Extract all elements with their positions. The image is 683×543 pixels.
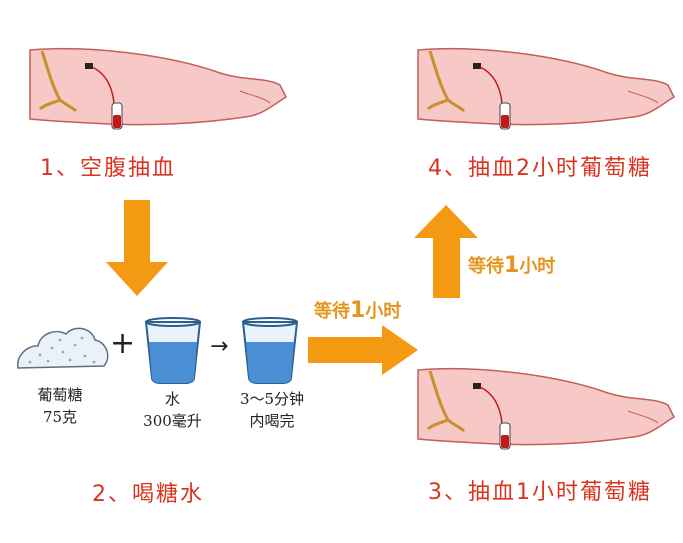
step1-label: 1、空腹抽血: [40, 156, 176, 181]
plus-sign: +: [110, 326, 136, 361]
step3-label: 3、抽血1小时葡萄糖: [428, 480, 652, 505]
wait-right-label: 等待1小时: [314, 298, 402, 323]
step4-label: 4、抽血2小时葡萄糖: [428, 156, 652, 181]
glucose-amount-label: 葡萄糖 75克: [37, 386, 83, 426]
then-arrow: →: [210, 334, 229, 359]
water-amount-label: 水 300毫升: [143, 390, 202, 430]
step2-label: 2、喝糖水: [92, 482, 204, 507]
drink-time-label: 3～5分钟 内喝完: [239, 390, 305, 430]
wait-up-label: 等待1小时: [468, 253, 556, 278]
